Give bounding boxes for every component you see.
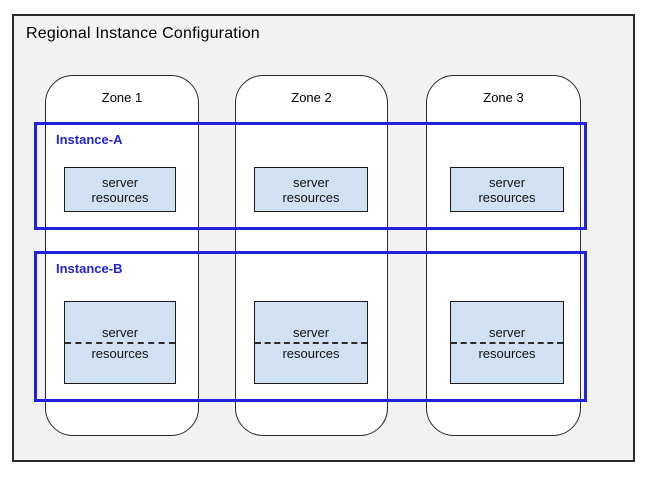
zone-1-label: Zone 1 — [101, 90, 143, 105]
server-box-line: server — [101, 174, 139, 190]
instance-a-label: Instance-A — [56, 132, 123, 147]
instance-b-zone2-server-resources: server resources — [254, 301, 368, 384]
dashed-divider — [65, 341, 175, 344]
zone-3-label: Zone 3 — [483, 90, 524, 105]
server-box-line: server — [488, 324, 526, 340]
server-box-line: resources — [478, 345, 536, 361]
region-title: Regional Instance Configuration — [26, 25, 260, 42]
server-box-line: server — [488, 174, 526, 190]
instance-b-zone3-server-resources: server resources — [450, 301, 564, 384]
server-box-line: resources — [91, 345, 149, 361]
instance-a-zone1-server-resources: server resources — [64, 167, 176, 212]
server-box-line: resources — [91, 189, 149, 205]
server-box-line: server — [292, 324, 330, 340]
instance-b-zone1-server-resources: server resources — [64, 301, 176, 384]
server-box-line: server — [292, 174, 330, 190]
server-box-line: resources — [282, 345, 340, 361]
dashed-divider — [255, 341, 367, 344]
instance-b-boundary: Instance-B — [34, 251, 587, 402]
instance-a-zone2-server-resources: server resources — [254, 167, 368, 212]
server-box-line: server — [101, 324, 139, 340]
server-box-line: resources — [478, 189, 536, 205]
instance-b-label: Instance-B — [56, 261, 123, 276]
region-container: Regional Instance Configuration Zone 1 Z… — [12, 14, 635, 462]
instance-a-zone3-server-resources: server resources — [450, 167, 564, 212]
server-box-line: resources — [282, 189, 340, 205]
instance-a-boundary: Instance-A — [34, 122, 587, 230]
zone-2-label: Zone 2 — [291, 90, 332, 105]
dashed-divider — [451, 341, 563, 344]
